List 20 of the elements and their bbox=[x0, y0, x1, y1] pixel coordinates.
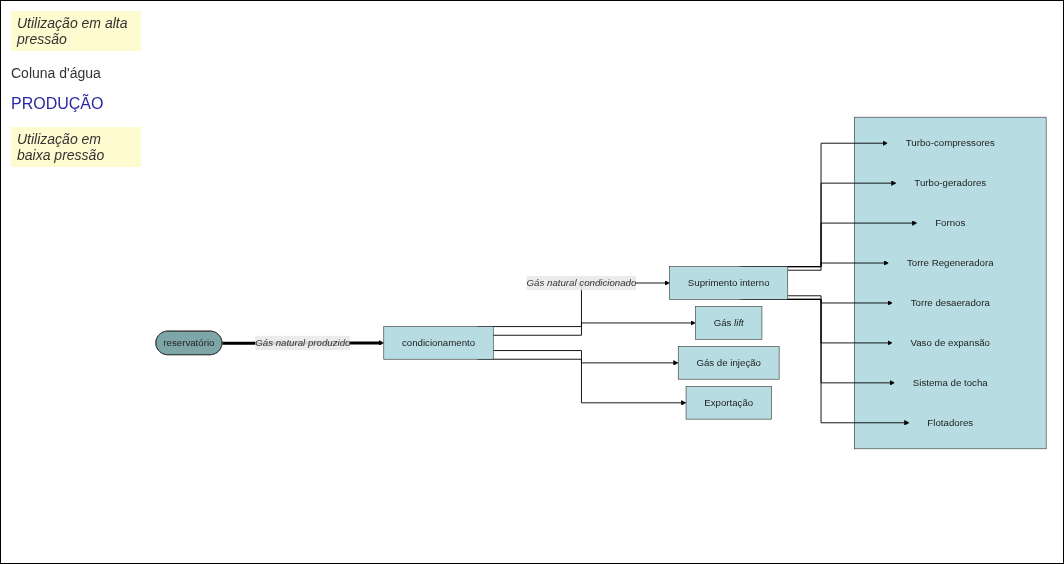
text-label: Coluna d'água bbox=[11, 65, 102, 81]
cluster bbox=[854, 116, 1047, 450]
note-label: Utilização em alta pressão bbox=[11, 11, 141, 51]
node-text: Fornos bbox=[935, 217, 966, 228]
node-box: Gás de injeção bbox=[677, 346, 780, 380]
section-label: PRODUÇÃO bbox=[11, 95, 105, 113]
node-text: Turbo-geradores bbox=[914, 177, 987, 188]
node-text: Sistema de tocha bbox=[912, 377, 988, 388]
edge-label: Gás natural produzido bbox=[255, 337, 351, 348]
note-label: Utilização em baixa pressão bbox=[11, 127, 141, 167]
node-text: Flotadores bbox=[927, 417, 974, 428]
node-box: Suprimento interno bbox=[669, 266, 789, 300]
node-box: condicionamento bbox=[383, 326, 494, 360]
edge-label: Gás natural condicionado bbox=[526, 277, 637, 288]
node-text: Torre desaeradora bbox=[910, 297, 990, 308]
node-box: Gás lift bbox=[695, 306, 763, 340]
node-box: Exportação bbox=[685, 386, 772, 420]
node-text: Turbo-compressores bbox=[905, 137, 995, 149]
node-text: Vaso de expansão bbox=[910, 337, 990, 348]
node-text: Torre Regeneradora bbox=[906, 257, 994, 268]
